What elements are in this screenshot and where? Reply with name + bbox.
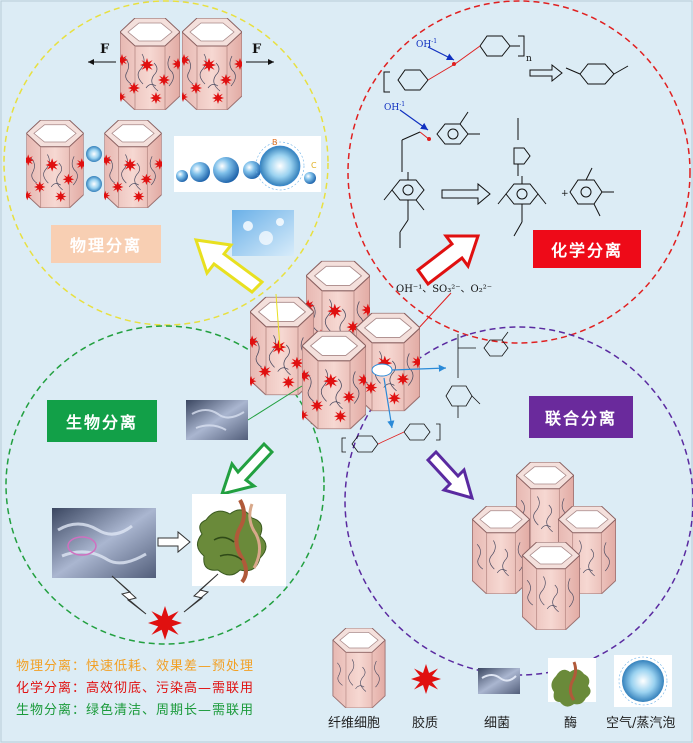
lightning-right <box>183 573 219 613</box>
notes-block: 物理分离：快速低耗、效果差—预处理 化学分离：高效彻底、污染高—需联用 生物分离… <box>16 656 254 722</box>
label-chemical: 化学分离 <box>533 230 641 268</box>
biological-arrow <box>219 441 275 497</box>
label-physical: 物理分离 <box>51 225 161 263</box>
legend-fiber-cell: 纤维细胞 <box>328 716 381 731</box>
chemical-structures <box>383 35 629 248</box>
legend-bacteria: 细菌 <box>484 716 511 731</box>
chemical-arrow <box>415 234 481 287</box>
physical-pointer <box>275 293 281 349</box>
n-subscript: n <box>526 54 532 64</box>
bubble-strip <box>174 136 321 192</box>
enzyme-structure <box>192 494 286 586</box>
oh-mid-sup: -1 <box>399 101 406 108</box>
note-physical: 物理分离：快速低耗、效果差—预处理 <box>16 659 255 674</box>
oh-label-top: OH-1 <box>416 38 437 50</box>
biological-circle <box>5 325 325 645</box>
label-combined: 联合分离 <box>529 396 633 438</box>
force-label-left: F <box>100 42 110 57</box>
bio-pointer <box>247 385 303 421</box>
lightning-left <box>111 575 147 615</box>
oh-mid-text: OH <box>384 103 400 113</box>
center-arrow-1 <box>391 364 447 372</box>
note-chemical: 化学分离：高效彻底、污染高—需联用 <box>16 681 255 696</box>
combined-structures <box>341 331 509 453</box>
bubble-letter-b: B <box>272 138 278 147</box>
oh-arrow-top <box>427 46 455 61</box>
oh-label-mid: OH-1 <box>384 101 405 113</box>
oh-top-sup: -1 <box>431 38 438 45</box>
bacteria-photo-small <box>186 400 248 440</box>
center-arrow-2 <box>383 377 395 429</box>
bacteria-photo <box>52 508 156 578</box>
legend-bubble: 空气/蒸汽泡 <box>606 716 676 731</box>
force-label-right: F <box>252 42 262 57</box>
bacteria-icon <box>478 668 520 694</box>
bubble-letter-c: C <box>311 161 317 170</box>
ions-label: OH⁻¹、SO₃²⁻、O₂²⁻ <box>396 284 493 295</box>
svg-text:+: + <box>561 189 569 199</box>
chemical-circle <box>347 0 691 344</box>
physical-bubble-cells <box>22 120 165 208</box>
combined-arrow <box>425 449 475 501</box>
oh-top-text: OH <box>416 40 432 50</box>
bacteria-to-enzyme-arrow <box>157 530 191 554</box>
bubble-icon <box>614 655 672 707</box>
fiber-cell-icon <box>332 628 386 708</box>
legend-enzyme: 酶 <box>564 716 578 731</box>
oh-arrow-mid <box>399 109 429 131</box>
legend-gum: 胶质 <box>412 716 439 731</box>
label-biological: 生物分离 <box>47 400 157 442</box>
note-biological: 生物分离：绿色清洁、周期长—需联用 <box>16 703 255 718</box>
enzyme-icon <box>548 658 596 707</box>
physical-circle <box>3 0 329 326</box>
physical-arrow <box>193 238 265 294</box>
